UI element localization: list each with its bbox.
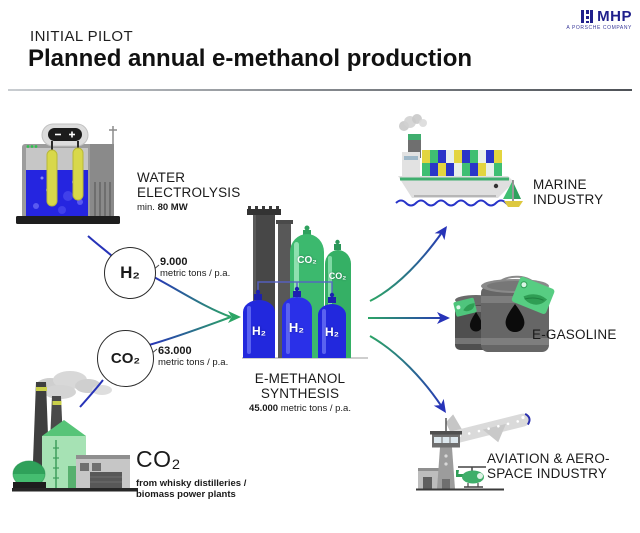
co2-source-label: CO₂ from whisky distilleries / biomass p…: [136, 446, 247, 500]
h2-amount: 9.000 metric tons / p.a.: [160, 256, 231, 280]
synthesis-plant-illustration: [242, 206, 368, 359]
aviation-illustration: [416, 413, 531, 491]
mhp-logo-tagline: A PORSCHE COMPANY: [566, 25, 632, 31]
electrolyzer-illustration: [16, 123, 120, 224]
kicker: INITIAL PILOT: [30, 28, 134, 45]
synthesis-capacity: 45.000 metric tons / p.a.: [249, 403, 351, 414]
page-title: Planned annual e-methanol production: [28, 45, 473, 72]
tank-h2-label-2: H₂: [288, 320, 305, 335]
arrow-synthesis-to-egasoline: [368, 312, 450, 324]
tank-h2-label-1: H₂: [252, 324, 266, 338]
electrolysis-capacity: min. 80 MW: [137, 202, 188, 213]
co2-amount: 63.000 metric tons / p.a.: [158, 345, 229, 369]
arrow-synthesis-to-marine: [369, 226, 447, 302]
co2-node-circle: CO₂: [97, 330, 154, 387]
h2-node-circle: H₂: [104, 247, 156, 299]
helicopter: [456, 466, 486, 488]
tank-co2-label-2: CO₂: [328, 271, 347, 281]
eco-tag-small: [453, 297, 477, 317]
tank-h2-label-3: H₂: [325, 325, 339, 339]
factory-illustration: [12, 371, 138, 492]
containers: [422, 150, 502, 176]
mhp-logo-icon: [581, 10, 594, 23]
mhp-logo: MHP A PORSCHE COMPANY: [560, 8, 632, 31]
header-divider: [8, 89, 632, 91]
co2-symbol: CO₂: [110, 350, 141, 367]
h2-symbol: H₂: [120, 263, 140, 282]
egasoline-label: E-GASOLINE: [532, 327, 617, 342]
eco-tag-large: [511, 276, 555, 314]
arrow-co2-to-synthesis: [148, 311, 241, 346]
marine-label: MARINE INDUSTRY: [533, 177, 604, 207]
arrow-h2-to-synthesis: [151, 275, 232, 318]
aviation-label: AVIATION & AERO- SPACE INDUSTRY: [487, 451, 610, 481]
electrolysis-label: WATER ELECTROLYSIS min. 80 MW: [137, 170, 241, 213]
mhp-logo-text: MHP: [597, 8, 632, 25]
arrow-electrolysis-to-h2: [87, 235, 113, 257]
egasoline-barrels-illustration: [453, 275, 555, 352]
tank-co2-label-1: CO₂: [297, 255, 317, 266]
co2-source-symbol: CO₂: [136, 446, 181, 472]
ship-illustration: [395, 114, 523, 207]
synthesis-label: E-METHANOL SYNTHESIS 45.000 metric tons …: [232, 371, 368, 414]
